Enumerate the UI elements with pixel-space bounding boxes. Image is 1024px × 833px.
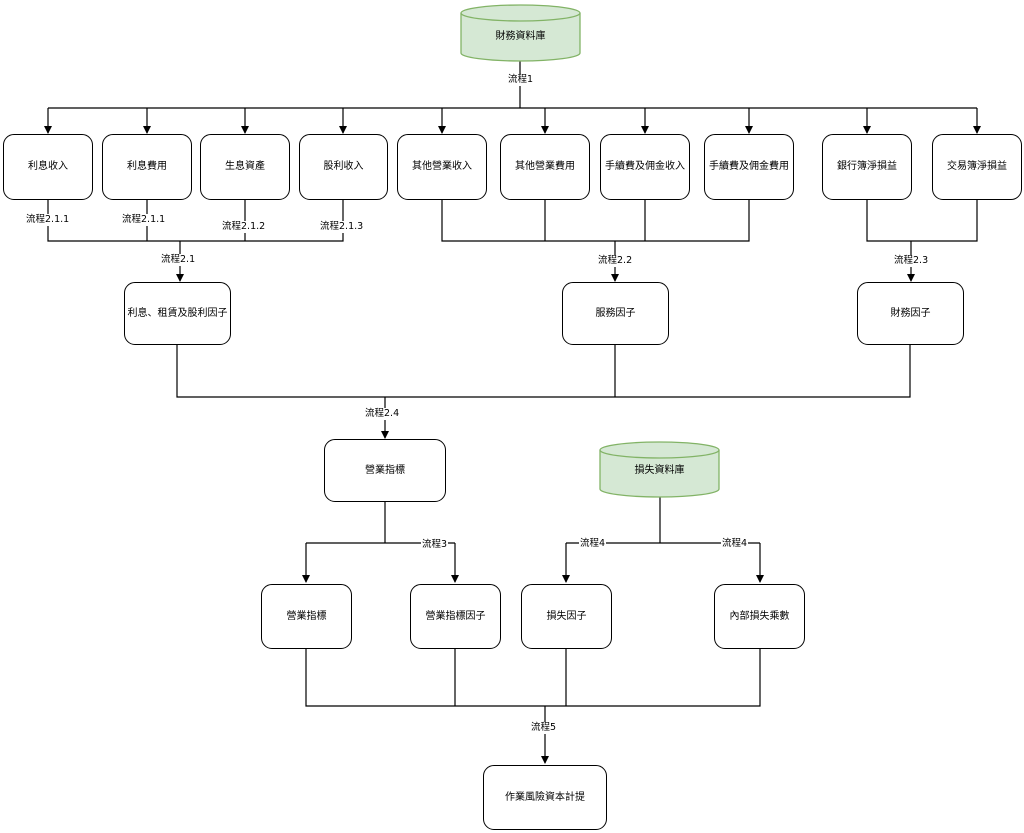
interest-expense-node: 利息費用 bbox=[102, 134, 192, 200]
ilm-node: 內部損失乘數 bbox=[714, 584, 805, 649]
flow22-collect bbox=[441, 200, 750, 242]
flow4a-label: 流程4 bbox=[579, 538, 607, 550]
flow23-collect bbox=[866, 200, 978, 242]
flow21-collect bbox=[47, 200, 344, 242]
flow1-label: 流程1 bbox=[507, 74, 535, 86]
flow5-collect bbox=[305, 649, 761, 707]
dividend-income-node: 股利收入 bbox=[299, 134, 388, 200]
other-op-income-node: 其他營業收入 bbox=[397, 134, 487, 200]
flow5-label: 流程5 bbox=[530, 722, 558, 734]
finance-database-label: 財務資料庫 bbox=[495, 31, 546, 42]
flow21-label: 流程2.1 bbox=[160, 254, 197, 266]
flow22-label: 流程2.2 bbox=[597, 255, 634, 267]
ild-factor-node: 利息、租賃及股利因子 bbox=[124, 282, 231, 345]
bic-node: 營業指標因子 bbox=[410, 584, 501, 649]
op-risk-capital-node: 作業風險資本計提 bbox=[483, 765, 607, 830]
loss-database-label: 損失資料庫 bbox=[634, 465, 685, 476]
business-indicator-node: 營業指標 bbox=[324, 439, 446, 502]
flow23-label: 流程2.3 bbox=[893, 255, 930, 267]
services-factor-node: 服務因子 bbox=[562, 282, 669, 345]
banking-book-node: 銀行簿淨損益 bbox=[822, 134, 912, 200]
flow211b-label: 流程2.1.1 bbox=[121, 214, 167, 226]
loss-database: 損失資料庫 bbox=[599, 441, 720, 498]
financial-factor-node: 財務因子 bbox=[857, 282, 964, 345]
database-cylinder-icon bbox=[599, 441, 720, 498]
flow24-collect bbox=[176, 345, 911, 398]
flow212-label: 流程2.1.2 bbox=[221, 221, 267, 233]
flow4b-label: 流程4 bbox=[721, 538, 749, 550]
flow211a-label: 流程2.1.1 bbox=[25, 214, 71, 226]
flow3-label: 流程3 bbox=[421, 539, 449, 551]
interest-income-node: 利息收入 bbox=[3, 134, 93, 200]
fee-expense-node: 手續費及佣金費用 bbox=[704, 134, 794, 200]
productive-assets-node: 生息資產 bbox=[200, 134, 290, 200]
bi-node: 營業指標 bbox=[261, 584, 352, 649]
trading-book-node: 交易簿淨損益 bbox=[932, 134, 1022, 200]
other-op-expense-node: 其他營業費用 bbox=[500, 134, 590, 200]
flow213-label: 流程2.1.3 bbox=[319, 221, 365, 233]
fee-income-node: 手續費及佣金收入 bbox=[600, 134, 690, 200]
finance-database: 財務資料庫 bbox=[460, 4, 581, 62]
database-cylinder-icon bbox=[460, 4, 581, 62]
loss-component-node: 損失因子 bbox=[521, 584, 612, 649]
flow24-label: 流程2.4 bbox=[364, 408, 401, 420]
